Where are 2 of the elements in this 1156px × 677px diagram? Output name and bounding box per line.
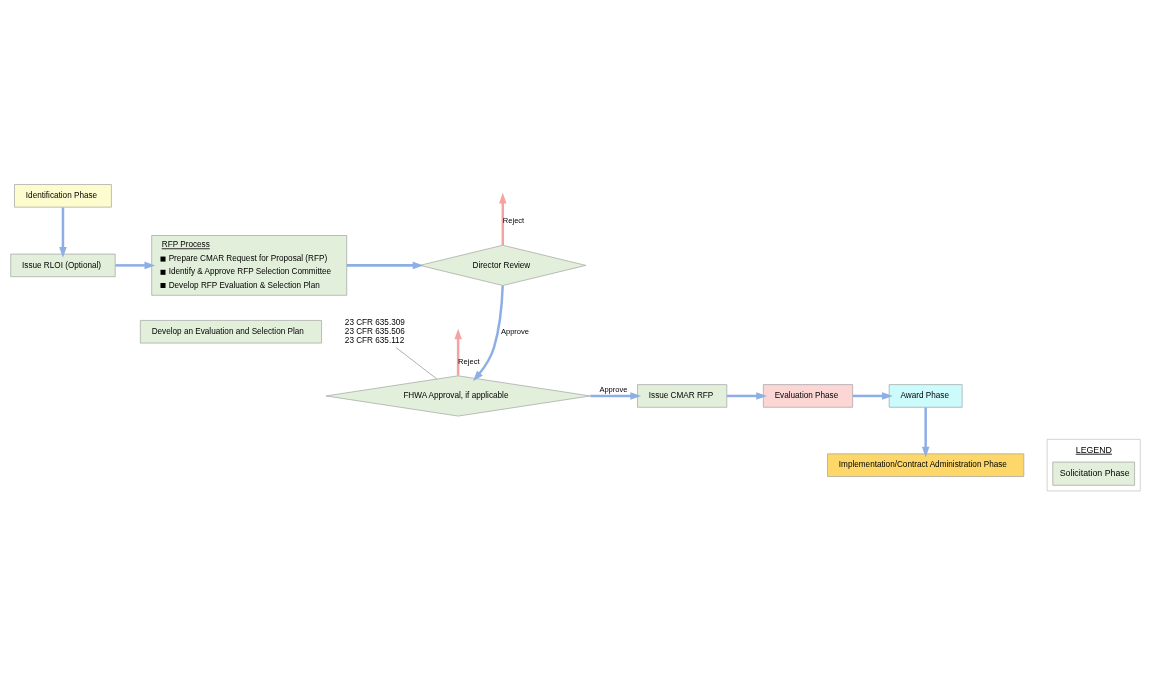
legend-label: Solicitation Phase (1059, 467, 1130, 478)
label: LEGEND (1075, 444, 1112, 455)
